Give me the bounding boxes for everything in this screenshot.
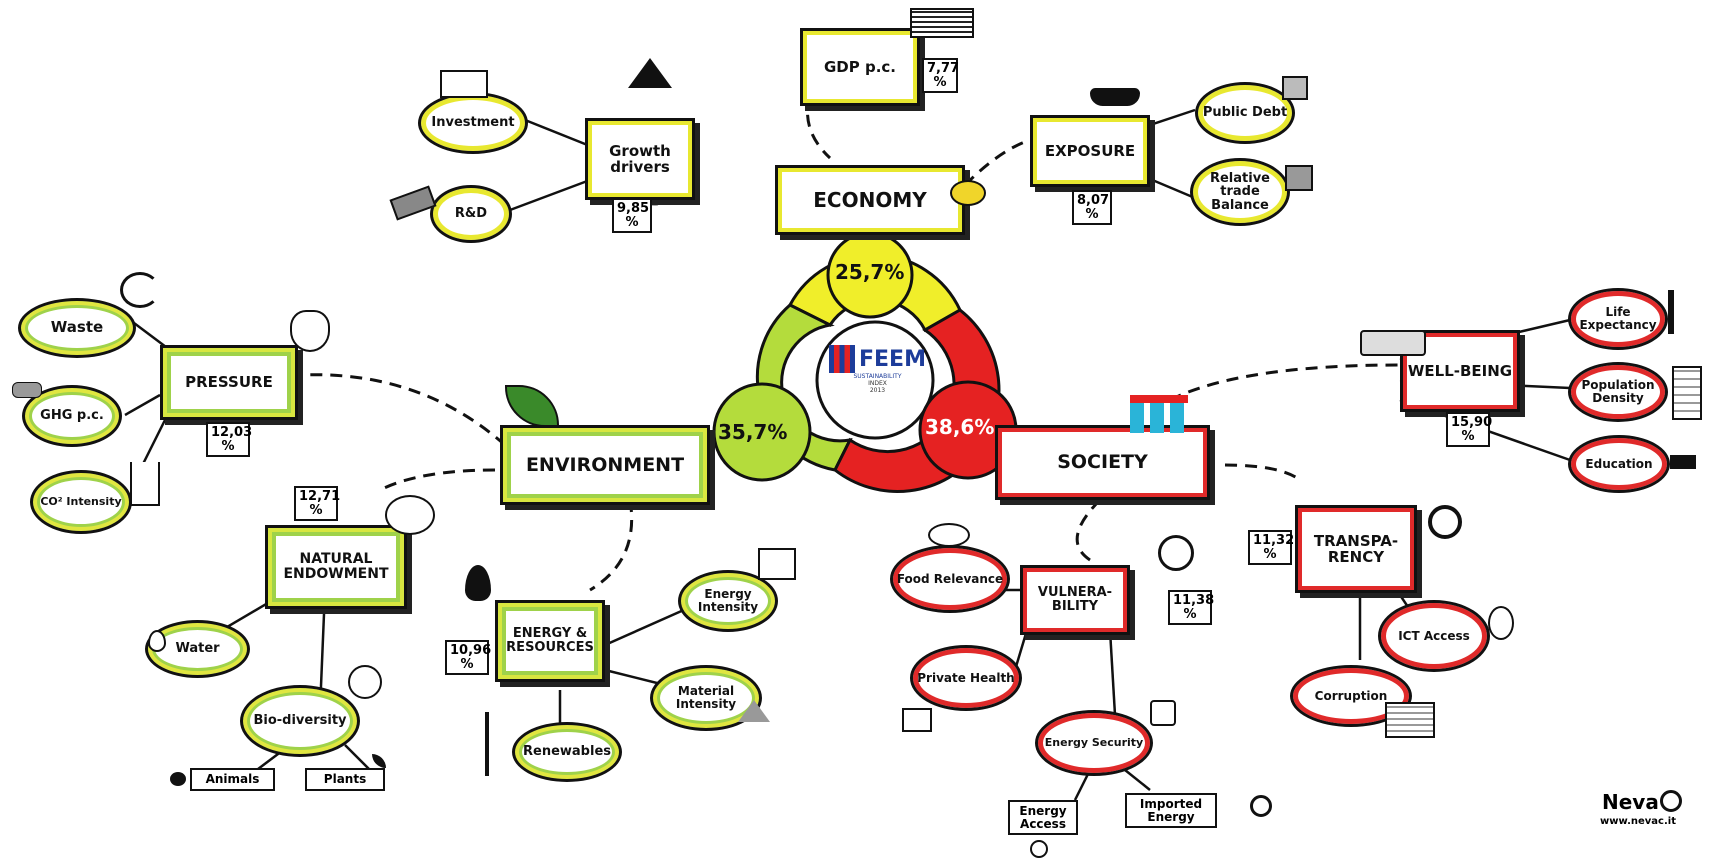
economy-box[interactable]: ECONOMY [775, 165, 965, 235]
transparency-pct: 11,32 % [1248, 530, 1294, 566]
brand-url: www.nevac.it [1600, 816, 1676, 827]
animals-leaf[interactable]: Animals [190, 768, 275, 791]
energy-resources-pct: 10,96 % [445, 640, 491, 676]
environment-weight: 35,7% [718, 420, 788, 444]
pencil-icon [1670, 455, 1696, 469]
waste-node[interactable]: Waste [18, 298, 136, 358]
rd-node[interactable]: R&D [430, 185, 512, 243]
imported-energy-leaf[interactable]: Imported Energy [1125, 793, 1217, 829]
biodiversity-node[interactable]: Bio-diversity [240, 685, 360, 757]
ict-access-node[interactable]: ICT Access [1378, 600, 1490, 672]
recycle-icon [120, 272, 160, 308]
cloud-smoke-icon [12, 382, 42, 398]
public-debt-node[interactable]: Public Debt [1195, 82, 1295, 144]
cash-stack-icon [910, 8, 974, 38]
food-relevance-node[interactable]: Food Relevance [890, 545, 1010, 613]
wind-turbine-icon [485, 712, 489, 776]
bed-icon [1360, 330, 1426, 356]
power-arrow-icon [1250, 795, 1272, 817]
corruption-node[interactable]: Corruption [1290, 665, 1412, 727]
pressure-box[interactable]: PRESSURE [160, 345, 298, 420]
environment-box[interactable]: ENVIRONMENT [500, 425, 710, 505]
up-arrow-icon [628, 58, 672, 88]
feem-logo: FEEM SUSTAINABILITY INDEX 2013 [820, 345, 935, 394]
copyright-icon [1660, 790, 1682, 812]
logo-text: FEEM [859, 346, 926, 372]
natural-endowment-pct: 12,71 % [294, 486, 340, 522]
population-density-node[interactable]: Population Density [1568, 362, 1668, 422]
paw-icon [170, 772, 186, 786]
energy-security-node[interactable]: Energy Security [1035, 710, 1153, 776]
logo-sub1: SUSTAINABILITY [853, 373, 902, 380]
plants-leaf[interactable]: Plants [305, 768, 385, 791]
society-box[interactable]: SOCIETY [995, 425, 1210, 500]
house-icon [440, 70, 488, 98]
growth-drivers-box[interactable]: Growth drivers [585, 118, 695, 200]
building-icon [1672, 366, 1702, 420]
energy-intensity-node[interactable]: Energy Intensity [678, 570, 778, 632]
coin-icon [950, 180, 986, 206]
transparency-box[interactable]: TRANSPA-RENCY [1295, 505, 1417, 593]
economy-weight: 25,7% [835, 260, 905, 284]
energy-resources-box[interactable]: ENERGY & RESOURCES [495, 600, 605, 682]
logo-sub2: INDEX [868, 380, 887, 387]
power-icon [1030, 840, 1048, 858]
pacifier-icon [1158, 535, 1194, 571]
people-icon [1130, 395, 1188, 433]
energy-access-leaf[interactable]: Energy Access [1008, 800, 1078, 836]
exposure-pct: 8,07 % [1072, 190, 1112, 226]
investment-node[interactable]: Investment [418, 92, 528, 154]
brand-name: Neva [1602, 790, 1659, 814]
natural-endowment-box[interactable]: NATURAL ENDOWMENT [265, 525, 407, 609]
first-aid-icon [902, 708, 932, 732]
crate-icon [1285, 165, 1313, 191]
logo-mark-icon [829, 345, 855, 373]
tree-icon [348, 665, 382, 699]
factory-icon [130, 462, 160, 506]
renewables-node[interactable]: Renewables [512, 722, 622, 782]
gdp-pct: 7,77 % [922, 58, 959, 94]
trade-balance-node[interactable]: Relative trade Balance [1190, 158, 1290, 226]
growth-drivers-pct: 9,85 % [612, 198, 652, 234]
meter-icon [758, 548, 796, 580]
sunglasses-icon [1090, 88, 1140, 106]
trash-bag-icon [290, 310, 330, 352]
money-case-icon [1385, 702, 1435, 738]
co2-node[interactable]: CO² Intensity [30, 470, 132, 534]
mouse-icon [1488, 606, 1514, 640]
cane-icon [1668, 290, 1674, 334]
exposure-box[interactable]: EXPOSURE [1030, 115, 1150, 187]
life-expectancy-node[interactable]: Life Expectancy [1568, 288, 1668, 350]
flame-icon [465, 565, 491, 601]
private-health-node[interactable]: Private Health [910, 645, 1022, 711]
education-node[interactable]: Education [1568, 435, 1670, 493]
logo-year: 2013 [869, 387, 886, 394]
pressure-pct: 12,03 % [206, 422, 252, 458]
bread-icon [928, 523, 970, 547]
wellbeing-pct: 15,90 % [1446, 412, 1492, 448]
magnifier-icon [1428, 505, 1462, 539]
water-drop-icon [148, 630, 166, 652]
padlock-icon [1150, 700, 1176, 726]
pile-icon [738, 700, 770, 722]
bank-icon [1282, 76, 1308, 100]
vulnerability-box[interactable]: VULNERA-BILITY [1020, 565, 1130, 635]
vulnerability-pct: 11,38 % [1168, 590, 1214, 626]
weights-ring [712, 231, 1018, 494]
gdp-box[interactable]: GDP p.c. [800, 28, 920, 106]
society-weight: 38,6% [925, 415, 995, 439]
cloud-icon [385, 495, 435, 535]
